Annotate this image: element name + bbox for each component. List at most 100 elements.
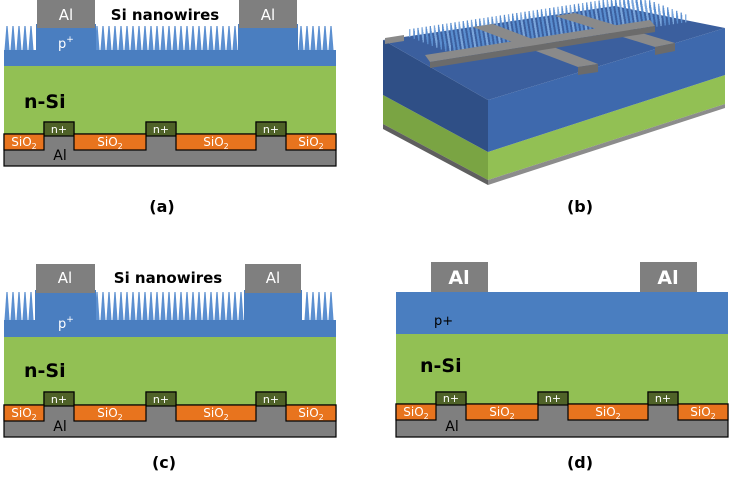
n-si-label-d: n-Si: [420, 355, 462, 377]
nanowire-spike: [142, 26, 148, 51]
nanowire-spike: [112, 26, 118, 51]
n-plus-region-a: [43, 121, 75, 137]
n-plus-region-d: [647, 391, 679, 406]
nanowire-spike: [148, 292, 154, 321]
nanowire-spike: [214, 292, 220, 321]
nanowire-spike: [160, 292, 166, 321]
al-grid-strip-b: [385, 35, 404, 44]
nanowire-spike: [208, 26, 214, 51]
panel-c: Al Al Si nanowires p+ n-Si n+ n+ n+ SiO2…: [3, 264, 337, 472]
sio2-region-a: [175, 133, 257, 151]
nanowire-spike: [28, 292, 34, 321]
panel-d: Al Al p+ n-Si n+ n+ n+ SiO2 SiO2 SiO2 Si…: [395, 262, 729, 472]
nanowires-a: [4, 24, 334, 53]
nanowire-spike: [184, 26, 190, 51]
nanowire-spike: [316, 292, 322, 321]
panel-b: (b): [383, 0, 725, 216]
nanowire-spike: [190, 26, 196, 51]
sio2-region-a: [73, 133, 147, 151]
nanowire-spike: [172, 292, 178, 321]
p-plus-layer-d: [396, 292, 728, 334]
nanowire-spike: [136, 26, 142, 51]
nanowire-spike: [172, 26, 178, 51]
n-si-right-face-b: [488, 75, 725, 180]
al-contact-top-right-a: [239, 0, 297, 28]
al-grid-strip-b: [425, 20, 655, 62]
al-contact-label-left-a: Al: [59, 6, 73, 24]
nanowire-spike: [22, 26, 28, 51]
panel-label-b: (b): [567, 197, 593, 216]
nanowire-spike: [220, 292, 226, 321]
nanowire-spike: [184, 292, 190, 321]
al-contact-top-left-c: [36, 264, 95, 293]
nanowire-spike: [322, 26, 328, 51]
nanowire-title-c: Si nanowires: [114, 269, 223, 287]
nanowire-spike: [232, 292, 238, 321]
sio2-region-d: [677, 403, 729, 421]
n-plus-region-d: [435, 391, 467, 406]
sio2-label-a: SiO2: [11, 135, 37, 151]
p-plus-mesa: [244, 290, 302, 323]
p-plus-mesa: [35, 290, 96, 323]
n-plus-label-d: n+: [443, 392, 459, 405]
n-plus-region-d: [537, 391, 569, 406]
nanowire-spike: [4, 26, 10, 51]
sio2-region-c: [3, 404, 45, 422]
nanowire-spike: [136, 292, 142, 321]
panel-label-c: (c): [152, 453, 176, 472]
p-plus-label-c: p+: [58, 315, 74, 332]
nanowire-spike: [190, 292, 196, 321]
sio2-region-d: [567, 403, 649, 421]
nanowire-spike: [130, 292, 136, 321]
nanowire-spike: [106, 292, 112, 321]
n-si-label-a: n-Si: [24, 91, 66, 113]
n-plus-label-c: n+: [263, 393, 279, 406]
nanowire-spike: [154, 26, 160, 51]
nanowire-spike: [238, 292, 244, 321]
nanowire-spike: [202, 26, 208, 51]
nanowire-spike: [28, 26, 34, 51]
sio2-region-d: [465, 403, 539, 421]
n-plus-label-c: n+: [153, 393, 169, 406]
nanowire-spike: [202, 292, 208, 321]
nanowire-spike: [328, 292, 334, 321]
n-plus-label-d: n+: [655, 392, 671, 405]
nanowire-spike: [214, 26, 220, 51]
nanowire-spike: [124, 26, 130, 51]
nanowires-c: [4, 290, 334, 323]
al-grid-front-b: [578, 64, 598, 75]
nanowire-spike: [226, 292, 232, 321]
nanowire-spike: [16, 26, 22, 51]
n-plus-region-a: [255, 121, 287, 137]
nanowire-spike: [166, 292, 172, 321]
al-contact-top-right-c: [245, 264, 301, 293]
n-plus-region-c: [43, 391, 75, 407]
nanowire-spike: [16, 292, 22, 321]
sio2-region-c: [175, 404, 257, 422]
nanowire-spike: [106, 26, 112, 51]
n-plus-region-c: [145, 391, 177, 407]
nanowire-spike: [208, 292, 214, 321]
nanowire-spike: [328, 26, 334, 51]
sio2-label-a: SiO2: [97, 135, 123, 151]
nanowire-spike: [322, 292, 328, 321]
al-contact-top-left-d: [431, 262, 488, 292]
nanowire-spike: [178, 292, 184, 321]
sio2-label-c: SiO2: [97, 406, 123, 422]
sio2-region-a: [3, 133, 45, 151]
al-contact-top-right-d: [640, 262, 697, 292]
nanowire-spike: [220, 26, 226, 51]
nanowire-spike: [232, 26, 238, 51]
nanowire-spike: [310, 26, 316, 51]
n-plus-region-c: [255, 391, 287, 407]
nanowire-spike: [226, 26, 232, 51]
nanowire-spike: [130, 26, 136, 51]
p-plus-mesa: [36, 24, 96, 53]
sio2-label-d: SiO2: [690, 405, 716, 421]
nanowire-spike: [10, 292, 16, 321]
n-plus-region-a: [145, 121, 177, 137]
nanowire-spike: [178, 26, 184, 51]
nanowire-spike: [196, 292, 202, 321]
nanowire-spike: [148, 26, 154, 51]
